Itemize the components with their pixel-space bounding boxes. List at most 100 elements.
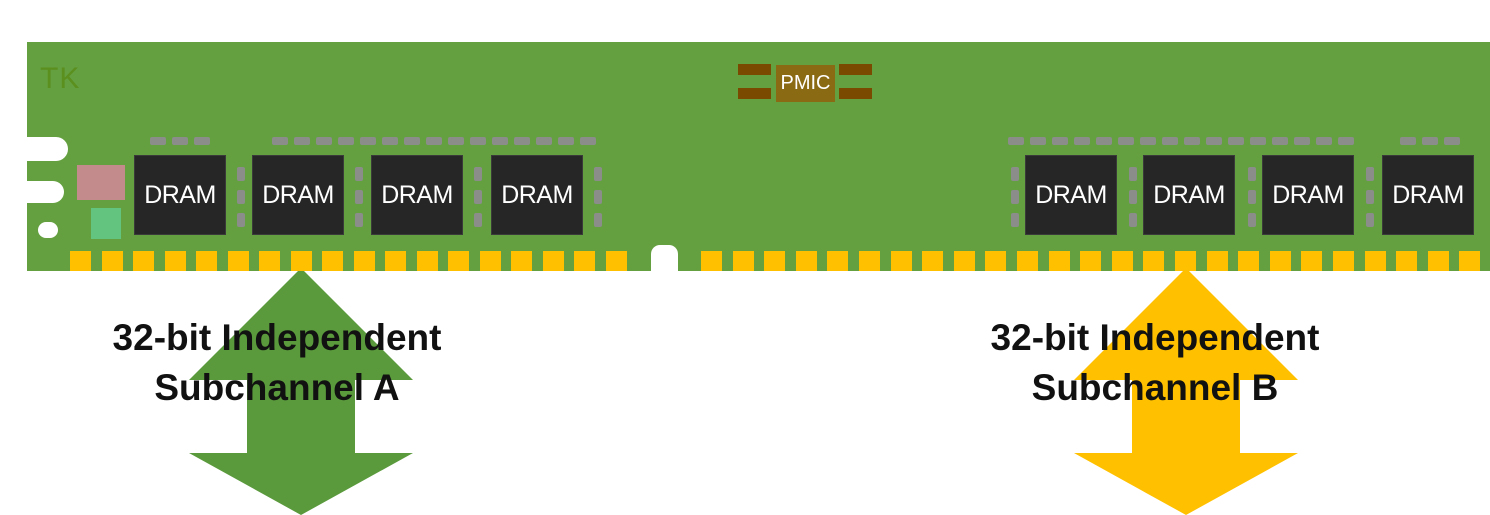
- subchannel-b-label: 32-bit Independent Subchannel B: [945, 313, 1365, 413]
- solder-pad: [338, 137, 354, 145]
- gold-contact: [228, 251, 249, 271]
- solder-pad: [272, 137, 288, 145]
- solder-pad: [474, 167, 482, 181]
- gold-contact: [322, 251, 343, 271]
- gold-contact: [448, 251, 469, 271]
- solder-pad: [1011, 167, 1019, 181]
- solder-pad: [1422, 137, 1438, 145]
- gold-contact: [954, 251, 975, 271]
- subchannel-b-label-line1: 32-bit Independent: [990, 317, 1320, 358]
- gold-contact: [1143, 251, 1164, 271]
- solder-pad: [1316, 137, 1332, 145]
- dram-chip-b4: DRAM: [1382, 155, 1474, 235]
- solder-pad: [1366, 190, 1374, 204]
- gold-contact: [165, 251, 186, 271]
- solder-pad: [1129, 190, 1137, 204]
- solder-pad: [1052, 137, 1068, 145]
- gold-contact: [859, 251, 880, 271]
- pmic-pad: [839, 88, 872, 99]
- gold-contact: [102, 251, 123, 271]
- solder-pad: [1030, 137, 1046, 145]
- gold-contact: [1459, 251, 1480, 271]
- solder-pad: [580, 137, 596, 145]
- solder-pad: [360, 137, 376, 145]
- solder-pad: [1338, 137, 1354, 145]
- pcb-notch-bottom: [38, 222, 58, 238]
- solder-pad: [594, 213, 602, 227]
- solder-pad: [426, 137, 442, 145]
- gold-contact: [1365, 251, 1386, 271]
- dram-chip-a4: DRAM: [491, 155, 583, 235]
- solder-pad: [237, 190, 245, 204]
- board-logo: TK: [40, 62, 81, 95]
- gold-contact: [922, 251, 943, 271]
- gold-contact: [354, 251, 375, 271]
- solder-pad: [150, 137, 166, 145]
- gold-contact: [1333, 251, 1354, 271]
- gold-contact: [1175, 251, 1196, 271]
- solder-pad: [492, 137, 508, 145]
- pcb-notch-top: [22, 137, 68, 161]
- solder-pad: [316, 137, 332, 145]
- solder-pad: [536, 137, 552, 145]
- gold-contact: [1080, 251, 1101, 271]
- gold-contact: [543, 251, 564, 271]
- solder-pad: [1129, 167, 1137, 181]
- gold-contact: [1207, 251, 1228, 271]
- solder-pad: [1008, 137, 1024, 145]
- pcb-key-notch: [651, 245, 678, 273]
- gold-contact: [985, 251, 1006, 271]
- pink-component: [77, 165, 125, 200]
- gold-contact: [764, 251, 785, 271]
- solder-pad: [470, 137, 486, 145]
- gold-contact: [1112, 251, 1133, 271]
- solder-pad: [1444, 137, 1460, 145]
- dram-chip-a3: DRAM: [371, 155, 463, 235]
- gold-contact: [574, 251, 595, 271]
- solder-pad: [1184, 137, 1200, 145]
- solder-pad: [594, 167, 602, 181]
- solder-pad: [194, 137, 210, 145]
- gold-contact: [1301, 251, 1322, 271]
- gold-contact: [733, 251, 754, 271]
- pmic-pad: [738, 88, 771, 99]
- gold-contact: [133, 251, 154, 271]
- solder-pad: [1248, 190, 1256, 204]
- subchannel-b-label-line2: Subchannel B: [1031, 367, 1279, 408]
- subchannel-b-arrow: [1074, 268, 1298, 515]
- gold-contact: [259, 251, 280, 271]
- solder-pad: [1228, 137, 1244, 145]
- dram-chip-a1: DRAM: [134, 155, 226, 235]
- solder-pad: [1074, 137, 1090, 145]
- gold-contact: [480, 251, 501, 271]
- solder-pad: [1011, 190, 1019, 204]
- gold-contact: [70, 251, 91, 271]
- subchannel-a-label-line2: Subchannel A: [154, 367, 400, 408]
- solder-pad: [1206, 137, 1222, 145]
- gold-contact: [796, 251, 817, 271]
- subchannel-a-label: 32-bit Independent Subchannel A: [67, 313, 487, 413]
- subchannel-a-arrow: [189, 268, 413, 515]
- solder-pad: [355, 213, 363, 227]
- dram-chip-b2: DRAM: [1143, 155, 1235, 235]
- gold-contact: [417, 251, 438, 271]
- solder-pad: [558, 137, 574, 145]
- gold-contact: [827, 251, 848, 271]
- gold-contact: [1270, 251, 1291, 271]
- solder-pad: [1400, 137, 1416, 145]
- solder-pad: [1250, 137, 1266, 145]
- solder-pad: [1162, 137, 1178, 145]
- solder-pad: [237, 167, 245, 181]
- pmic-chip: PMIC: [776, 65, 835, 102]
- solder-pad: [237, 213, 245, 227]
- gold-contact: [1396, 251, 1417, 271]
- gold-contact: [291, 251, 312, 271]
- solder-pad: [1366, 167, 1374, 181]
- green-component: [91, 208, 121, 239]
- solder-pad: [1140, 137, 1156, 145]
- solder-pad: [514, 137, 530, 145]
- subchannel-a-label-line1: 32-bit Independent: [112, 317, 442, 358]
- gold-contact: [1238, 251, 1259, 271]
- solder-pad: [474, 190, 482, 204]
